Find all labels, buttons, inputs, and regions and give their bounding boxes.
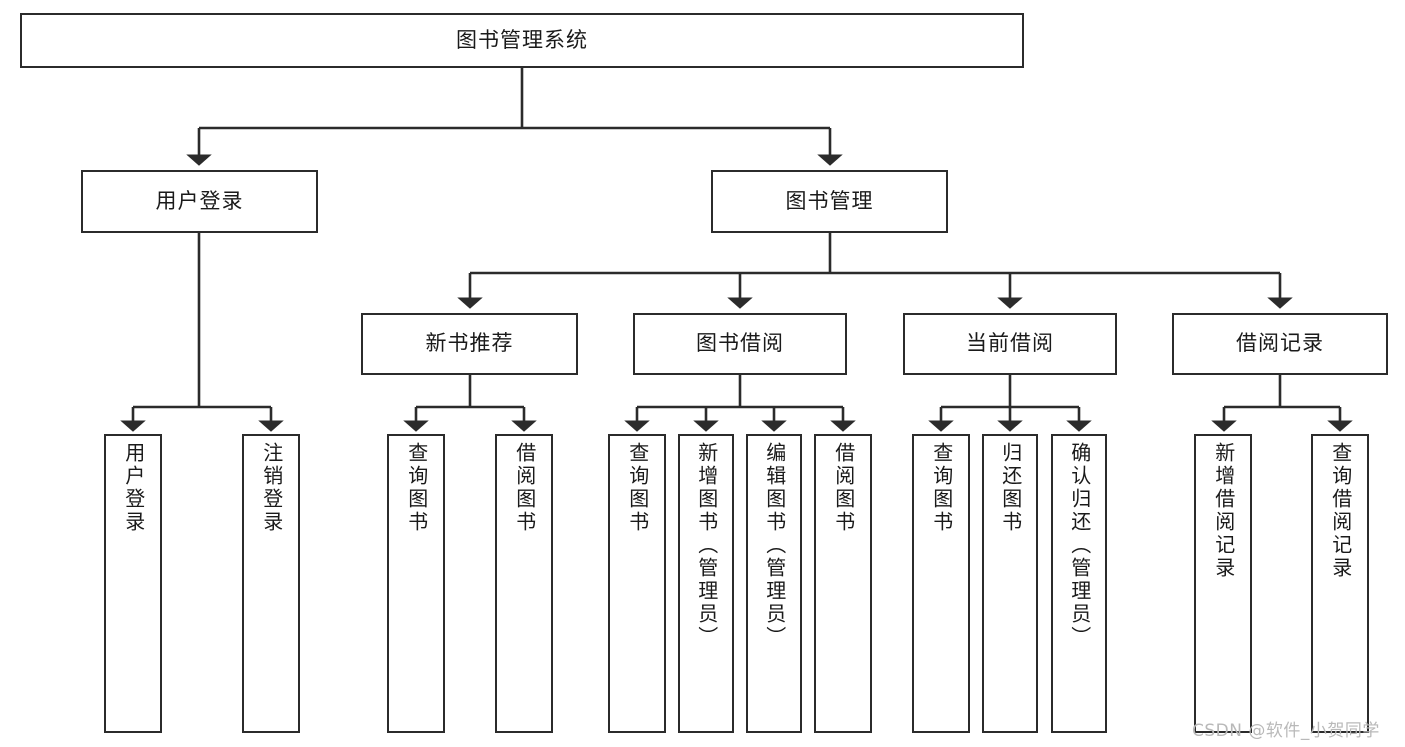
- node-label: 查询图书: [929, 442, 954, 534]
- node-leaf-edit-book[interactable]: 编辑图书（管理员）: [746, 434, 802, 733]
- node-label: 图书借阅: [696, 331, 784, 356]
- node-user-login[interactable]: 用户登录: [81, 170, 318, 233]
- node-leaf-query-record[interactable]: 查询借阅记录: [1311, 434, 1369, 733]
- node-book-manage[interactable]: 图书管理: [711, 170, 948, 233]
- node-label: 新增图书（管理员）: [694, 442, 719, 649]
- node-leaf-borrow-book-1[interactable]: 借阅图书: [495, 434, 553, 733]
- node-label: 借阅记录: [1236, 331, 1324, 356]
- node-label: 新书推荐: [425, 331, 514, 356]
- node-leaf-user-login[interactable]: 用户登录: [104, 434, 162, 733]
- node-leaf-confirm-return[interactable]: 确认归还（管理员）: [1051, 434, 1107, 733]
- node-current-borrow[interactable]: 当前借阅: [903, 313, 1117, 375]
- node-label: 确认归还（管理员）: [1067, 442, 1092, 649]
- node-leaf-logout[interactable]: 注销登录: [242, 434, 300, 733]
- node-label: 归还图书: [998, 442, 1023, 534]
- node-leaf-borrow-book-2[interactable]: 借阅图书: [814, 434, 872, 733]
- watermark-text: CSDN @软件_小贺同学: [1192, 721, 1380, 741]
- node-label: 用户登录: [155, 188, 244, 213]
- node-leaf-return-book[interactable]: 归还图书: [982, 434, 1038, 733]
- node-label: 当前借阅: [966, 331, 1054, 356]
- node-leaf-query-book-1[interactable]: 查询图书: [387, 434, 445, 733]
- node-leaf-query-book-2[interactable]: 查询图书: [608, 434, 666, 733]
- node-root-book-management-system[interactable]: 图书管理系统: [20, 13, 1024, 68]
- node-borrow-record[interactable]: 借阅记录: [1172, 313, 1388, 375]
- node-book-borrow[interactable]: 图书借阅: [633, 313, 847, 375]
- node-label: 注销登录: [259, 442, 284, 534]
- node-label: 编辑图书（管理员）: [762, 442, 787, 649]
- node-leaf-add-record[interactable]: 新增借阅记录: [1194, 434, 1252, 733]
- node-label: 图书管理: [785, 188, 874, 213]
- node-label: 查询图书: [625, 442, 650, 534]
- node-leaf-query-book-3[interactable]: 查询图书: [912, 434, 970, 733]
- node-label: 新增借阅记录: [1211, 442, 1236, 580]
- node-label: 图书管理系统: [456, 27, 588, 52]
- node-leaf-add-book[interactable]: 新增图书（管理员）: [678, 434, 734, 733]
- node-new-book-recommend[interactable]: 新书推荐: [361, 313, 578, 375]
- node-label: 用户登录: [121, 442, 146, 534]
- node-label: 借阅图书: [512, 442, 537, 534]
- node-label: 借阅图书: [831, 442, 856, 534]
- node-label: 查询图书: [404, 442, 429, 534]
- node-label: 查询借阅记录: [1328, 442, 1353, 580]
